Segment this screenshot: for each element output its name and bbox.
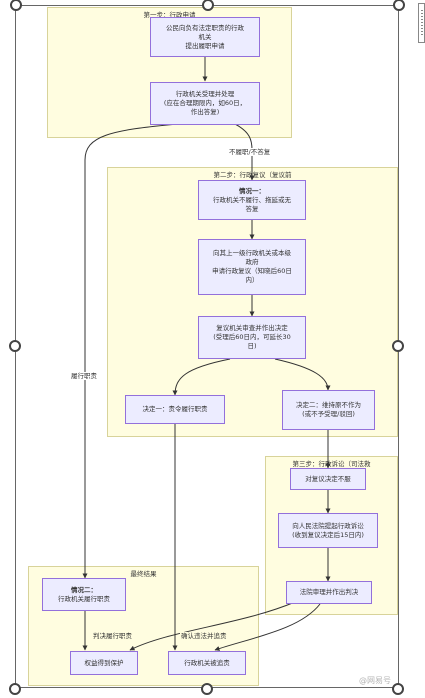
- node-apply[interactable]: 公民向负有法定职责的行政 机关 提出履职申请: [150, 17, 260, 57]
- cluster-step1-title: 第一步：行政申请: [143, 11, 196, 19]
- node-protected[interactable]: 权益得到保护: [70, 651, 138, 675]
- resize-handle-top-center[interactable]: [202, 0, 214, 11]
- node-review-decide[interactable]: 复议机关审查并作出决定 (受理后60日内，可延长30 日): [198, 316, 306, 359]
- cluster-final-title: 最终结果: [130, 570, 157, 578]
- edge-judgment-held: [214, 603, 321, 651]
- edge-judgment-protected: [129, 601, 296, 651]
- node-judgment[interactable]: 法院审理并作出判决: [286, 581, 372, 604]
- edge-decide-d2: [274, 358, 331, 391]
- node-case1[interactable]: 情况一：行政机关不履行、拖延或无 答复: [198, 180, 306, 220]
- edge-label-illegal: 确认违法并追责: [180, 632, 228, 640]
- edge-accept-case2: [82, 123, 179, 579]
- resize-handle-bottom-left[interactable]: [9, 683, 21, 695]
- node-decision2[interactable]: 决定二：维持原不作为 (或不予受理/驳回): [282, 390, 375, 430]
- resize-handle-top-right[interactable]: [393, 0, 405, 11]
- node-dissatisfied[interactable]: 对复议决定不服: [290, 468, 366, 490]
- node-decision1[interactable]: 决定一：责令履行职责: [125, 395, 225, 424]
- node-case2-text: 行政机关履行职责: [58, 594, 110, 603]
- resize-handle-middle-right[interactable]: [392, 340, 404, 352]
- node-accept[interactable]: 行政机关受理并处理 (应在合理期限内，如60日， 作出答复): [150, 82, 260, 125]
- edge-label-ordered: 判决履行职责: [92, 632, 133, 640]
- node-case1-text: 行政机关不履行、拖延或无 答复: [213, 195, 291, 213]
- node-lawsuit[interactable]: 向人民法院提起行政诉讼 (收到复议决定后15日内): [278, 513, 378, 548]
- edge-decide-d1: [172, 358, 231, 396]
- resize-handle-top-left[interactable]: [10, 0, 22, 11]
- node-held[interactable]: 行政机关被追责: [168, 651, 246, 675]
- edge-label-performed: 履行职责: [70, 372, 98, 380]
- node-case1-title: 情况一：: [239, 186, 265, 195]
- resize-handle-bottom-right[interactable]: [392, 683, 404, 695]
- node-case2-title: 情况二：: [71, 585, 97, 594]
- resize-handle-bottom-center[interactable]: [201, 683, 213, 695]
- cluster-step3-title: 第三步：行政诉讼（司法救: [292, 460, 371, 468]
- node-case2[interactable]: 情况二：行政机关履行职责: [42, 578, 126, 611]
- node-review-apply[interactable]: 向其上一级行政机关或本级 政府 申请行政复议（知晓后60日 内）: [198, 239, 306, 295]
- resize-handle-middle-left[interactable]: [9, 340, 21, 352]
- watermark: @网易号: [359, 676, 391, 685]
- edge-label-not-performed: 不履职/不答复: [228, 148, 272, 156]
